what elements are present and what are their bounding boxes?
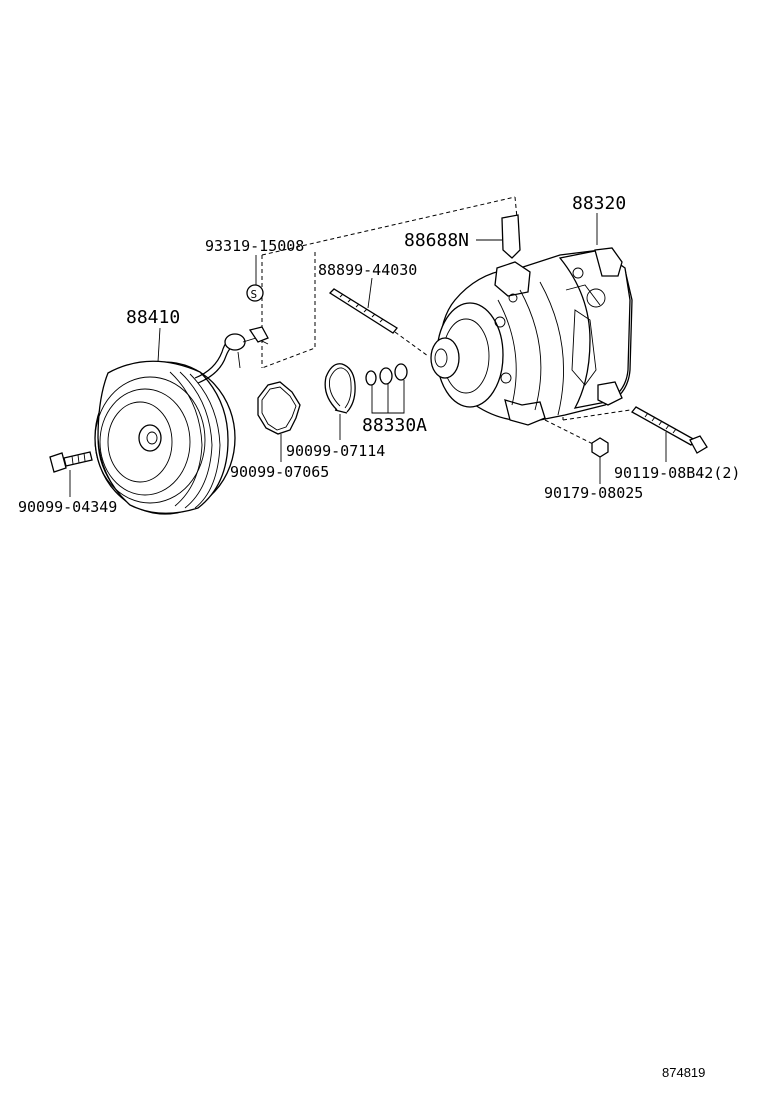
pulley-bolt-90099-04349[interactable] [49, 451, 93, 473]
leader-lines [69, 213, 667, 497]
mount-bolt-90119-08B42[interactable] [631, 406, 708, 454]
label-88899-44030: 88899-44030 [318, 261, 417, 279]
label-93319-15008: 93319-15008 [205, 237, 304, 255]
shim-90099-07065[interactable] [257, 381, 301, 435]
clutch-assembly-88410[interactable] [94, 326, 269, 515]
label-90119-08B42: 90119-08B42(2) [614, 464, 740, 482]
label-90099-07065: 90099-07065 [230, 463, 329, 481]
stud-bolt-88899-44030[interactable] [328, 288, 398, 334]
washer-93319-15008[interactable]: S [246, 284, 264, 302]
label-90099-07114: 90099-07114 [286, 442, 385, 460]
label-88410: 88410 [126, 307, 180, 328]
compressor-88320[interactable] [430, 214, 633, 426]
label-88688N: 88688N [404, 230, 469, 251]
label-90099-04349: 90099-04349 [18, 498, 117, 516]
nut-90179-08025[interactable] [591, 437, 609, 458]
snap-ring-90099-07114[interactable] [324, 363, 356, 414]
label-88320: 88320 [572, 193, 626, 214]
o-ring-set-88330A[interactable] [365, 363, 408, 386]
label-90179-08025: 90179-08025 [544, 484, 643, 502]
label-88330A: 88330A [362, 415, 427, 436]
washer-mark: S [251, 288, 258, 301]
part-labels: 88320 88688N 88899-44030 93319-15008 884… [18, 193, 740, 516]
reference-number: 874819 [662, 1065, 705, 1080]
